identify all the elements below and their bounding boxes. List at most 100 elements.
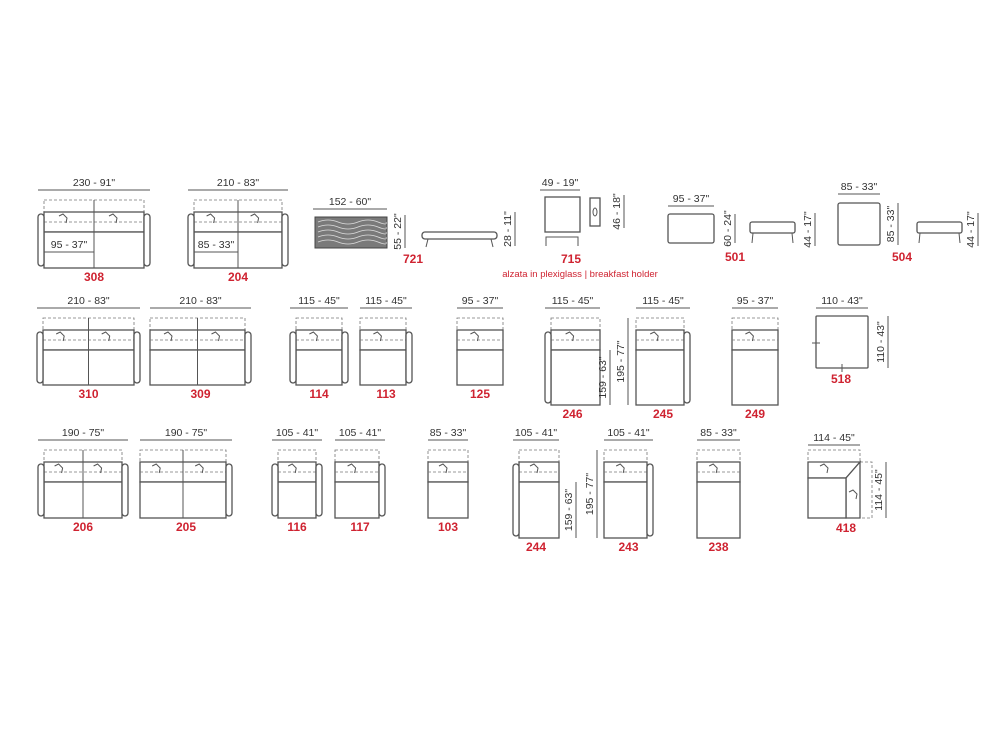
depth-label: 110 - 43" [875, 321, 887, 363]
seat-depth-label: 95 - 37" [51, 239, 88, 251]
handle-icon [592, 207, 598, 217]
module-m204: 210 - 83"85 - 33"204 [187, 177, 289, 284]
headrest-icon [848, 489, 858, 500]
right-armrest [378, 463, 386, 517]
depth-label: 46 - 18" [611, 193, 623, 230]
corner-seat [815, 315, 869, 369]
headrest-outline [731, 317, 779, 331]
headrest-icon [101, 331, 111, 342]
headrest-icon [55, 331, 65, 342]
headrest-outline [696, 449, 741, 463]
headrest-icon [529, 463, 539, 474]
width-label: 210 - 83" [179, 295, 222, 307]
table-legs [425, 238, 494, 248]
module-code: 308 [84, 270, 104, 284]
seat [550, 349, 601, 406]
module-code: 518 [831, 372, 851, 386]
seat [696, 481, 741, 539]
ottoman-top-view [667, 213, 715, 244]
module-m125: 95 - 37"125 [456, 295, 504, 401]
module-m244: 105 - 41"159 - 63"195 - 77"244 [512, 427, 598, 554]
seat [518, 481, 560, 539]
width-label: 115 - 45" [642, 295, 684, 307]
headrest-outline [277, 449, 317, 463]
width-label: 105 - 41" [515, 427, 558, 439]
seat [807, 477, 847, 519]
width-label: 152 - 60" [329, 196, 372, 208]
width-label: 85 - 33" [700, 427, 737, 439]
ottoman-side-view [916, 221, 963, 234]
module-m114: 115 - 45"114 [289, 295, 349, 401]
headrest-outline [295, 317, 343, 331]
right-armrest [244, 331, 252, 384]
left-armrest [37, 463, 45, 517]
headrest-icon [309, 331, 318, 342]
headrest-icon [347, 463, 357, 474]
module-m117: 105 - 41"117 [334, 427, 386, 534]
headrest-icon [108, 213, 118, 224]
headrest-outline [334, 449, 380, 463]
headrest-icon [58, 213, 68, 224]
width-label: 85 - 33" [841, 181, 878, 193]
module-m103: 85 - 33" 103 [427, 427, 469, 534]
module-m721: 152 - 60"55 - 22"28 - 11"721 [313, 196, 516, 266]
width-label: 110 - 43" [821, 295, 863, 307]
marble-vein [317, 239, 387, 245]
depth-label: 195 - 77" [615, 340, 627, 383]
module-note: alzata in plexiglass | breakfast holder [502, 269, 658, 280]
right-armrest [133, 331, 141, 384]
seat [277, 481, 317, 519]
module-m501: 95 - 37"60 - 24"44 - 17"501 [667, 193, 816, 264]
width-label: 114 - 45" [813, 432, 855, 444]
ottoman-legs [918, 232, 961, 244]
module-m308: 230 - 91"95 - 37"308 [37, 177, 151, 284]
module-code: 103 [438, 520, 458, 534]
headrest-icon [438, 463, 448, 474]
right-armrest [315, 463, 323, 517]
right-armrest [281, 213, 289, 267]
module-code: 205 [176, 520, 196, 534]
module-code: 246 [562, 407, 582, 421]
seat [731, 349, 779, 406]
left-armrest [289, 331, 297, 384]
depth-label: 159 - 63" [597, 356, 609, 399]
module-code: 113 [376, 387, 396, 401]
width-label: 95 - 37" [462, 295, 499, 307]
seat [359, 349, 407, 386]
headrest-outline [518, 449, 560, 463]
headrest-outline [603, 449, 648, 463]
module-m249: 95 - 37"249 [731, 295, 779, 421]
headrest-outline [456, 317, 504, 331]
side-headrest-outline [859, 461, 873, 519]
module-m206: 190 - 75"206 [37, 427, 129, 534]
module-m245: 115 - 45" 245 [635, 295, 691, 421]
headrest-icon [470, 331, 479, 342]
width-label: 85 - 33" [430, 427, 467, 439]
depth-label: 44 - 17" [965, 211, 977, 248]
right-armrest [646, 463, 654, 537]
width-label: 210 - 83" [67, 295, 110, 307]
module-m116: 105 - 41"116 [271, 427, 323, 534]
width-label: 210 - 83" [217, 177, 260, 189]
right-armrest [341, 331, 349, 384]
right-armrest [405, 331, 413, 384]
module-code: 504 [892, 250, 912, 264]
module-code: 245 [653, 407, 673, 421]
module-code: 418 [836, 521, 856, 535]
headrest-icon [708, 463, 718, 474]
module-m113: 115 - 45"113 [359, 295, 413, 401]
right-armrest [121, 463, 129, 517]
left-armrest [36, 331, 44, 384]
module-m518: 110 - 43" 110 - 43" 518 [812, 295, 889, 386]
width-label: 105 - 41" [276, 427, 319, 439]
width-label: 105 - 41" [607, 427, 650, 439]
width-label: 49 - 19" [542, 177, 579, 189]
right-armrest [143, 213, 151, 267]
width-label: 190 - 75" [165, 427, 208, 439]
right-armrest [683, 331, 691, 404]
left-armrest [512, 463, 520, 537]
module-m246: 115 - 45"159 - 63"195 - 77"246 [544, 295, 629, 421]
seat [603, 481, 648, 539]
module-code: 206 [73, 520, 93, 534]
